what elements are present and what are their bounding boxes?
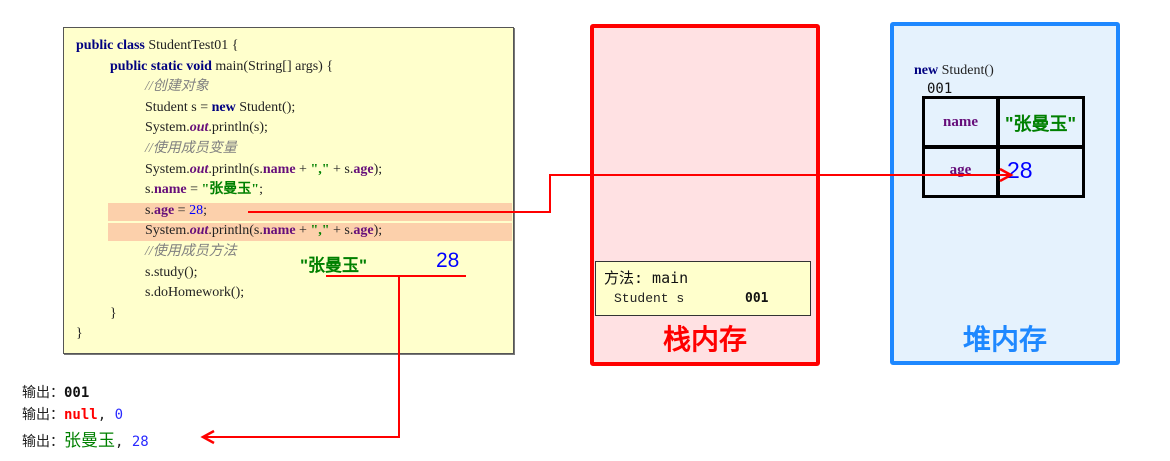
name-value-annotation: "张曼玉" xyxy=(300,256,368,275)
highlighted-line xyxy=(108,223,512,242)
arrowhead-icon xyxy=(999,167,1014,183)
field-name-value: "张曼玉" xyxy=(1004,114,1077,134)
output-value: , xyxy=(115,434,132,450)
code-token: .println(s. xyxy=(208,161,263,177)
output-line: 输出：001 xyxy=(22,382,89,402)
code-token: new xyxy=(211,99,240,115)
code-token: } xyxy=(110,305,117,321)
code-token: .println(s. xyxy=(208,223,263,239)
output-label: 输出： xyxy=(22,434,64,450)
code-token: StudentTest01 { xyxy=(148,38,239,53)
output-arrow xyxy=(203,276,400,438)
output-label: 输出： xyxy=(22,407,64,423)
code-token: ); xyxy=(373,223,383,239)
heap-memory-region xyxy=(890,22,1120,365)
code-token: 28 xyxy=(189,202,204,218)
code-token: System. xyxy=(145,120,190,136)
frame-variable-address: 001 xyxy=(745,291,769,306)
output-value: , xyxy=(97,407,115,423)
code-token: "," xyxy=(310,223,330,239)
code-token: .println(s); xyxy=(208,120,268,136)
code-token: name xyxy=(262,223,296,239)
frame-variable: Student s xyxy=(614,291,685,306)
code-token: + s. xyxy=(329,223,354,239)
code-token: ); xyxy=(373,161,383,177)
code-line: } xyxy=(76,325,83,343)
arrowhead-icon xyxy=(200,429,215,445)
code-token: s.doHomework(); xyxy=(145,285,245,301)
frame-method-label: 方法: main xyxy=(604,269,689,287)
code-line: s.name = "张曼玉"; xyxy=(145,181,263,199)
code-token: s.study(); xyxy=(145,264,198,280)
code-token: Student s = xyxy=(145,99,212,115)
code-token: age xyxy=(353,223,374,239)
code-line: s.study(); xyxy=(145,264,198,282)
code-token: + s. xyxy=(329,161,354,177)
student-object-table: name "张曼玉" age 28 xyxy=(922,96,1085,198)
code-line: public static void main(String[] args) { xyxy=(110,58,333,76)
field-age-value: 28 xyxy=(1007,157,1033,183)
table-divider xyxy=(925,145,1082,149)
output-line: 输出：null, 0 xyxy=(22,404,123,424)
heap-object-address: 001 xyxy=(927,81,953,97)
code-token: out xyxy=(189,120,209,136)
code-token: s. xyxy=(145,202,154,218)
code-line: } xyxy=(110,305,117,323)
code-token: ; xyxy=(203,202,207,218)
stack-memory-label: 栈内存 xyxy=(662,323,747,356)
code-token: out xyxy=(189,161,209,177)
code-token: public class xyxy=(76,38,149,53)
code-token: System. xyxy=(145,161,190,177)
code-line: //创建对象 xyxy=(145,78,209,96)
code-token: } xyxy=(76,326,83,342)
code-line: //使用成员方法 xyxy=(145,243,237,261)
code-token: "张曼玉" xyxy=(201,182,260,198)
constructor-call: Student() xyxy=(938,63,994,78)
assignment-arrow xyxy=(248,174,1010,213)
main-stack-frame: 方法: main Student s 001 xyxy=(595,261,811,316)
code-token: name xyxy=(153,182,187,198)
code-line: System.out.println(s.name + "," + s.age)… xyxy=(145,222,382,240)
code-token: ; xyxy=(259,182,263,198)
code-token: //使用成员方法 xyxy=(145,244,237,259)
code-token: System. xyxy=(145,223,190,239)
output-label: 输出： xyxy=(22,385,64,401)
code-token: = xyxy=(174,202,190,218)
code-token: //创建对象 xyxy=(145,79,209,95)
code-line: s.age = 28; xyxy=(145,202,207,220)
output-value: 001 xyxy=(64,385,90,401)
code-token: out xyxy=(189,223,209,239)
code-line: s.doHomework(); xyxy=(145,284,244,302)
field-name-cell: name xyxy=(943,114,978,130)
code-token: + xyxy=(295,161,311,177)
output-line: 输出：张曼玉, 28 xyxy=(22,426,149,451)
code-panel xyxy=(63,27,514,354)
code-line: Student s = new Student(); xyxy=(145,99,295,117)
output-value: 28 xyxy=(131,434,149,450)
new-keyword: new xyxy=(914,63,939,78)
code-line: //使用成员变量 xyxy=(145,140,237,158)
code-line: System.out.println(s.name + "," + s.age)… xyxy=(145,161,382,179)
output-value: null xyxy=(64,407,98,423)
code-line: System.out.println(s); xyxy=(145,119,268,137)
code-token: name xyxy=(262,161,296,177)
code-token: main(String[] args) { xyxy=(215,58,334,74)
code-token: + xyxy=(295,223,311,239)
code-line: public class StudentTest01 { xyxy=(76,37,238,55)
output-value: 张曼玉 xyxy=(64,431,115,451)
heap-object-constructor: new Student() xyxy=(914,63,994,79)
heap-memory-label: 堆内存 xyxy=(962,323,1047,356)
code-token: age xyxy=(153,202,175,218)
code-token: "," xyxy=(310,161,330,177)
code-token: public static void xyxy=(110,58,216,74)
age-value-annotation: 28 xyxy=(436,249,460,272)
code-token: = xyxy=(186,182,202,198)
code-token: age xyxy=(353,161,374,177)
code-token: //使用成员变量 xyxy=(145,141,237,156)
code-token: s. xyxy=(145,182,154,198)
output-value: 0 xyxy=(114,407,124,423)
code-token: Student(); xyxy=(239,99,296,115)
